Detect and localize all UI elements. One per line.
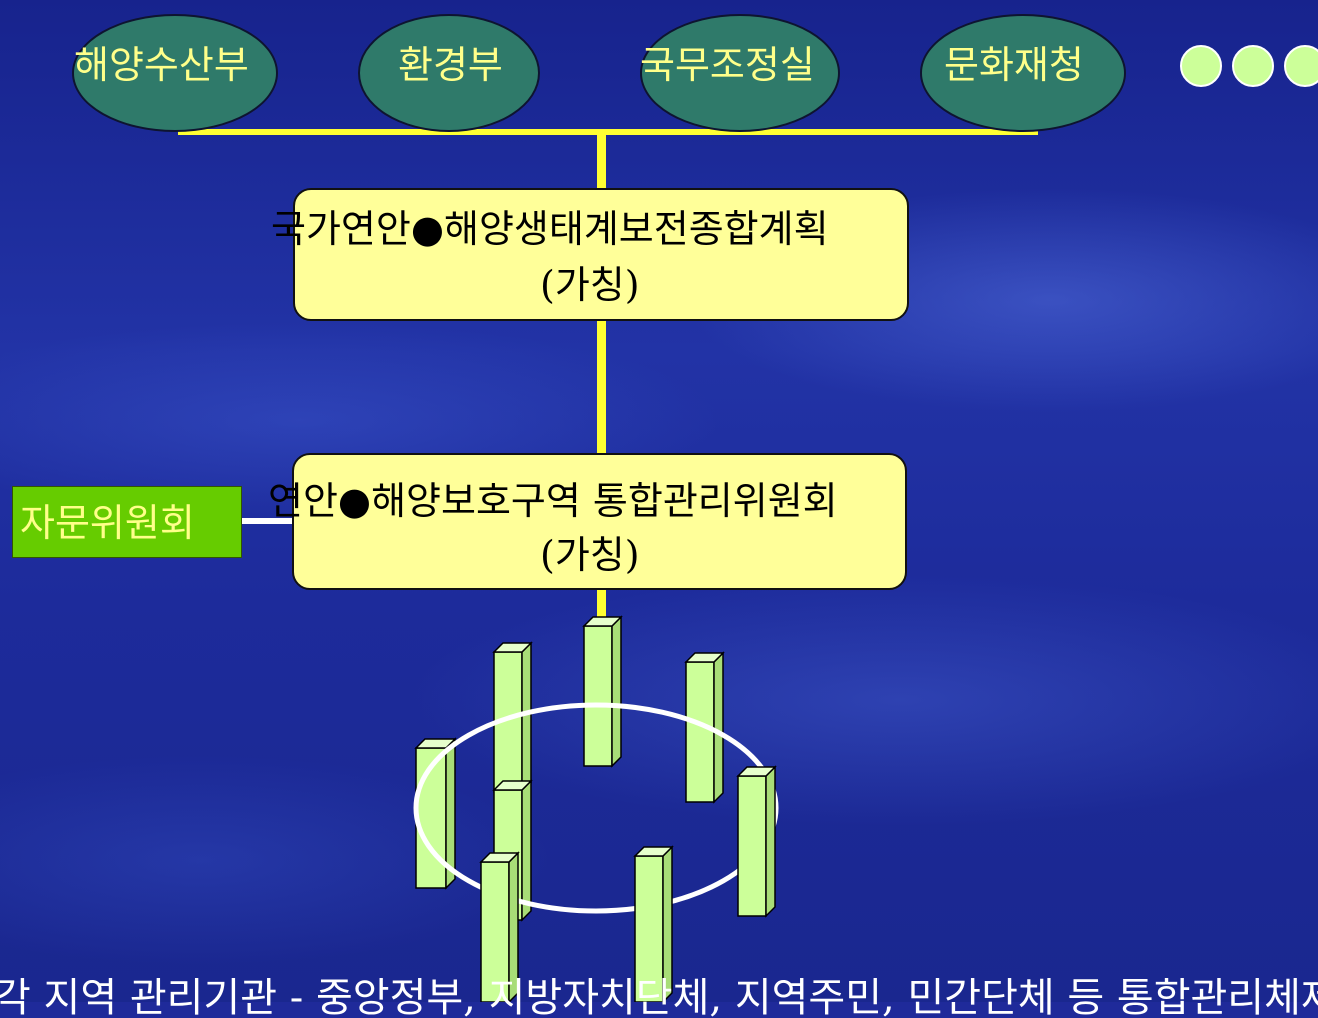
pillar-6 xyxy=(736,765,777,918)
ministry-oval-2 xyxy=(358,14,540,132)
dot-icon-2 xyxy=(1232,45,1274,87)
committee-box-subtitle: (가칭) xyxy=(540,533,640,577)
committee-box xyxy=(292,453,907,590)
plan-box-title: 국가연안●해양생태계보전종합계획 xyxy=(271,207,829,251)
advisory-label: 자문위원회 xyxy=(20,501,195,545)
ministry-label-3: 국무조정실 xyxy=(640,43,815,87)
bottom-caption: 각 지역 관리기관 - 중앙정부, 지방자치단체, 지역주민, 민간단체 등 통… xyxy=(0,978,1318,1018)
ministry-label-1: 해양수산부 xyxy=(74,43,249,87)
ministry-oval-3 xyxy=(640,14,840,132)
ministry-label-4: 문화재청 xyxy=(944,43,1084,87)
ministry-oval-1 xyxy=(72,14,278,132)
pillar-1 xyxy=(414,737,457,890)
pillar-7 xyxy=(479,851,520,1002)
vertical-connector-middle xyxy=(597,320,606,455)
vertical-connector-bottom xyxy=(597,588,606,618)
integration-ring xyxy=(413,702,779,914)
advisory-box xyxy=(12,486,242,558)
pillar-5 xyxy=(684,651,725,804)
plan-box-subtitle: (가칭) xyxy=(540,263,640,307)
advisory-connector xyxy=(242,518,297,524)
pillar-8 xyxy=(633,845,674,1002)
dot-icon-3 xyxy=(1284,45,1318,87)
plan-box xyxy=(293,188,909,321)
vertical-connector-top xyxy=(597,135,606,190)
top-connector-bar xyxy=(178,129,1038,135)
pillar-4 xyxy=(582,615,623,768)
ministry-label-2: 환경부 xyxy=(398,43,503,87)
ministry-oval-4 xyxy=(920,14,1126,132)
dot-icon-1 xyxy=(1180,45,1222,87)
committee-box-title: 연안●해양보호구역 통합관리위원회 xyxy=(268,479,838,523)
